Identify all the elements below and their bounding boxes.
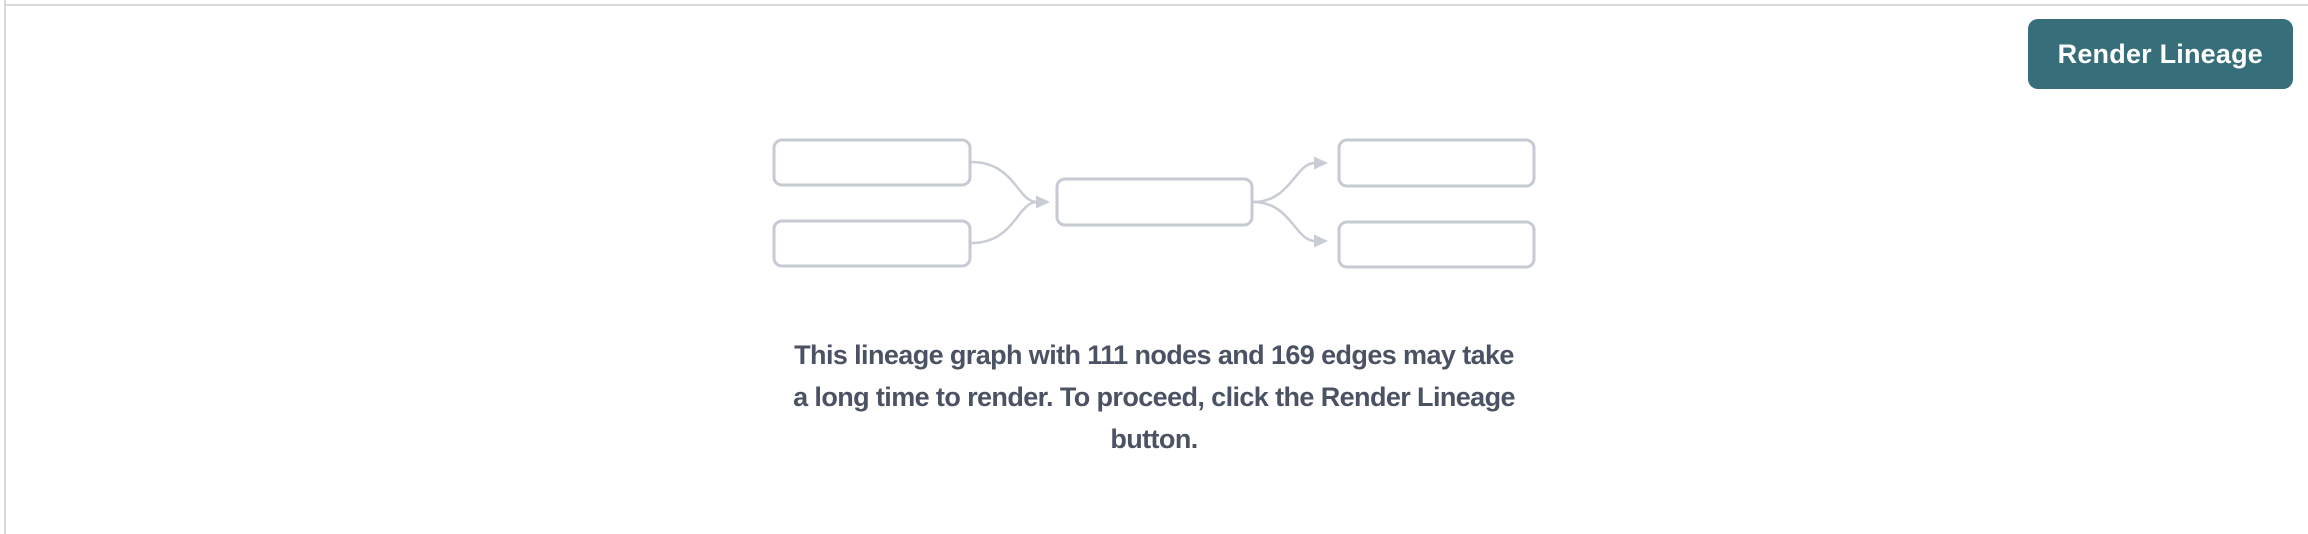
- lineage-graph-illustration: [772, 138, 1536, 269]
- render-lineage-button[interactable]: Render Lineage: [2027, 19, 2293, 89]
- placeholder-node-downstream-bottom: [1337, 220, 1536, 269]
- message-line-3: button.: [1110, 424, 1198, 454]
- placeholder-nodes: [772, 138, 1536, 269]
- placeholder-node-downstream-top: [1337, 138, 1536, 188]
- arrowheads: [1036, 156, 1328, 248]
- left-panel-divider: [4, 0, 6, 534]
- arrowhead-icon: [1314, 234, 1328, 248]
- edge-curve: [1252, 161, 1316, 204]
- message-line-1: This lineage graph with 111 nodes and 16…: [794, 340, 1514, 370]
- edge-curve: [970, 200, 1038, 245]
- arrowhead-icon: [1314, 156, 1328, 170]
- top-panel-divider: [6, 4, 2308, 6]
- message-line-2: a long time to render. To proceed, click…: [793, 382, 1515, 412]
- edge-curve: [1252, 200, 1316, 243]
- arrowhead-icon: [1036, 195, 1050, 209]
- placeholder-node-upstream-top: [772, 138, 972, 187]
- placeholder-node-center: [1055, 177, 1254, 227]
- lineage-placeholder: This lineage graph with 111 nodes and 16…: [772, 138, 1536, 460]
- placeholder-node-upstream-bottom: [772, 219, 972, 268]
- edge-curve: [970, 160, 1038, 204]
- lineage-warning-message: This lineage graph with 111 nodes and 16…: [793, 334, 1515, 460]
- edge-curves: [970, 160, 1316, 245]
